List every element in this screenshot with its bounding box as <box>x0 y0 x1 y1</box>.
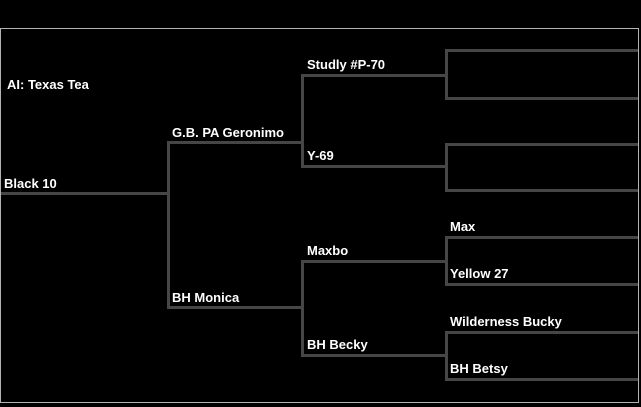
node-label-root: Black 10 <box>4 176 57 191</box>
connector-terminal-5 <box>445 236 638 239</box>
node-label-dam-dam: BH Becky <box>307 337 368 352</box>
connector-sire-dam-split <box>445 143 448 192</box>
connector-terminal-4 <box>445 189 638 192</box>
connector-terminal-8 <box>445 378 638 381</box>
node-label-dam-dam-dam: BH Betsy <box>450 361 508 376</box>
connector-terminal-6 <box>445 283 638 286</box>
connector-dam <box>167 306 304 309</box>
node-label-dam-sire-sire: Max <box>450 219 476 234</box>
node-label-dam-sire-dam: Yellow 27 <box>450 266 509 281</box>
connector-dam-split <box>301 260 304 357</box>
connector-terminal-7 <box>445 331 638 334</box>
connector-sire-dam <box>301 165 448 168</box>
connector-dam-dam <box>301 354 448 357</box>
node-label-dam: BH Monica <box>172 290 240 305</box>
connector-dam-sire-split <box>445 236 448 286</box>
connector-root <box>1 192 170 195</box>
connector-terminal-1 <box>445 49 638 52</box>
connector-root-split <box>167 141 170 309</box>
connector-terminal-2 <box>445 97 638 100</box>
chart-frame-border <box>0 28 639 403</box>
node-label-sire-sire: Studly #P-70 <box>307 57 386 72</box>
annotation-label: AI: Texas Tea <box>7 77 89 92</box>
node-label-sire-dam: Y-69 <box>307 148 334 163</box>
connector-terminal-3 <box>445 143 638 146</box>
connector-sire <box>167 141 304 144</box>
connector-sire-split <box>301 74 304 168</box>
node-label-sire: G.B. PA Geronimo <box>172 125 284 140</box>
connector-sire-sire <box>301 74 448 77</box>
connector-dam-dam-split <box>445 331 448 381</box>
node-label-dam-dam-sire: Wilderness Bucky <box>450 314 562 329</box>
node-label-dam-sire: Maxbo <box>307 243 349 258</box>
connector-sire-sire-split <box>445 49 448 100</box>
connector-dam-sire <box>301 260 448 263</box>
